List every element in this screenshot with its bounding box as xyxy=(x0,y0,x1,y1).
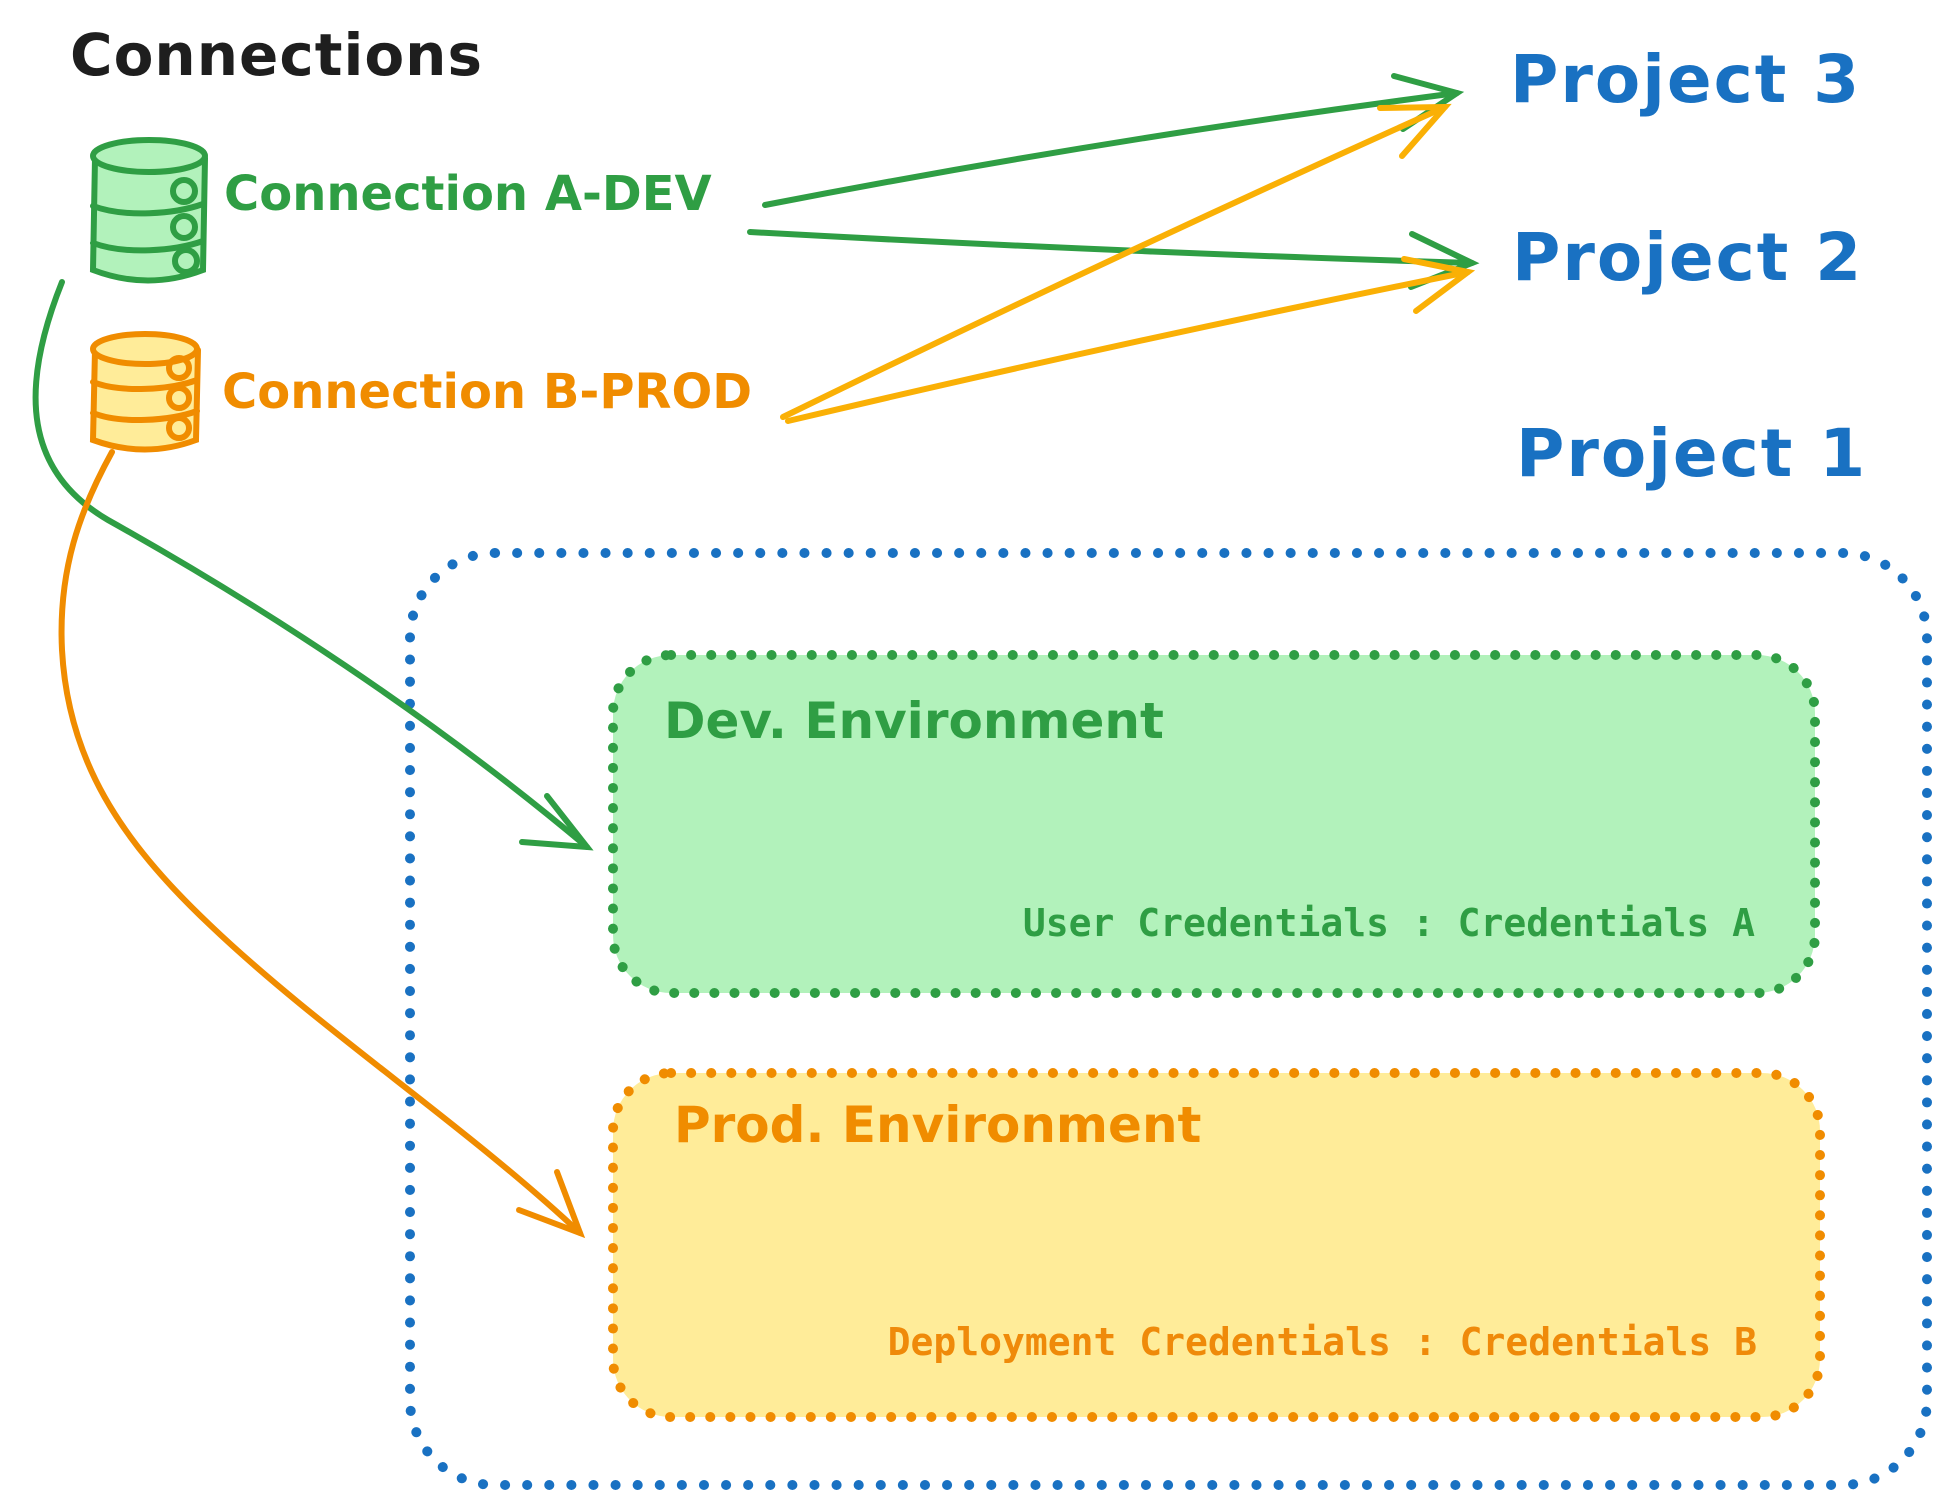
arrow-a-dev-to-dev-environment xyxy=(32,279,594,851)
dev-environment-box xyxy=(608,650,1820,998)
prod-environment-label: Prod. Environment xyxy=(674,1096,1202,1154)
arrow-b-prod-to-prod-environment xyxy=(58,449,586,1239)
dev-environment-credentials: User Credentials : Credentials A xyxy=(1022,901,1755,945)
project-3-label: Project 3 xyxy=(1510,41,1862,118)
prod-environment-box xyxy=(608,1068,1825,1422)
arrow-b-prod-to-project-3 xyxy=(780,103,1452,420)
arrow-a-dev-to-project-3 xyxy=(762,73,1465,208)
project-2-label: Project 2 xyxy=(1512,219,1864,296)
database-icon-b-prod xyxy=(89,331,201,453)
project1-container-box xyxy=(405,548,1932,1490)
database-icon-a-dev xyxy=(89,137,208,284)
project-1-label: Project 1 xyxy=(1516,415,1868,492)
connection-b-prod-label: Connection B-PROD xyxy=(222,364,753,420)
arrow-b-prod-to-project-2 xyxy=(785,256,1476,424)
connection-a-dev-label: Connection A-DEV xyxy=(224,166,712,222)
diagram-title: Connections xyxy=(70,21,483,89)
dev-environment-label: Dev. Environment xyxy=(664,692,1164,750)
prod-environment-credentials: Deployment Credentials : Credentials B xyxy=(887,1320,1757,1364)
